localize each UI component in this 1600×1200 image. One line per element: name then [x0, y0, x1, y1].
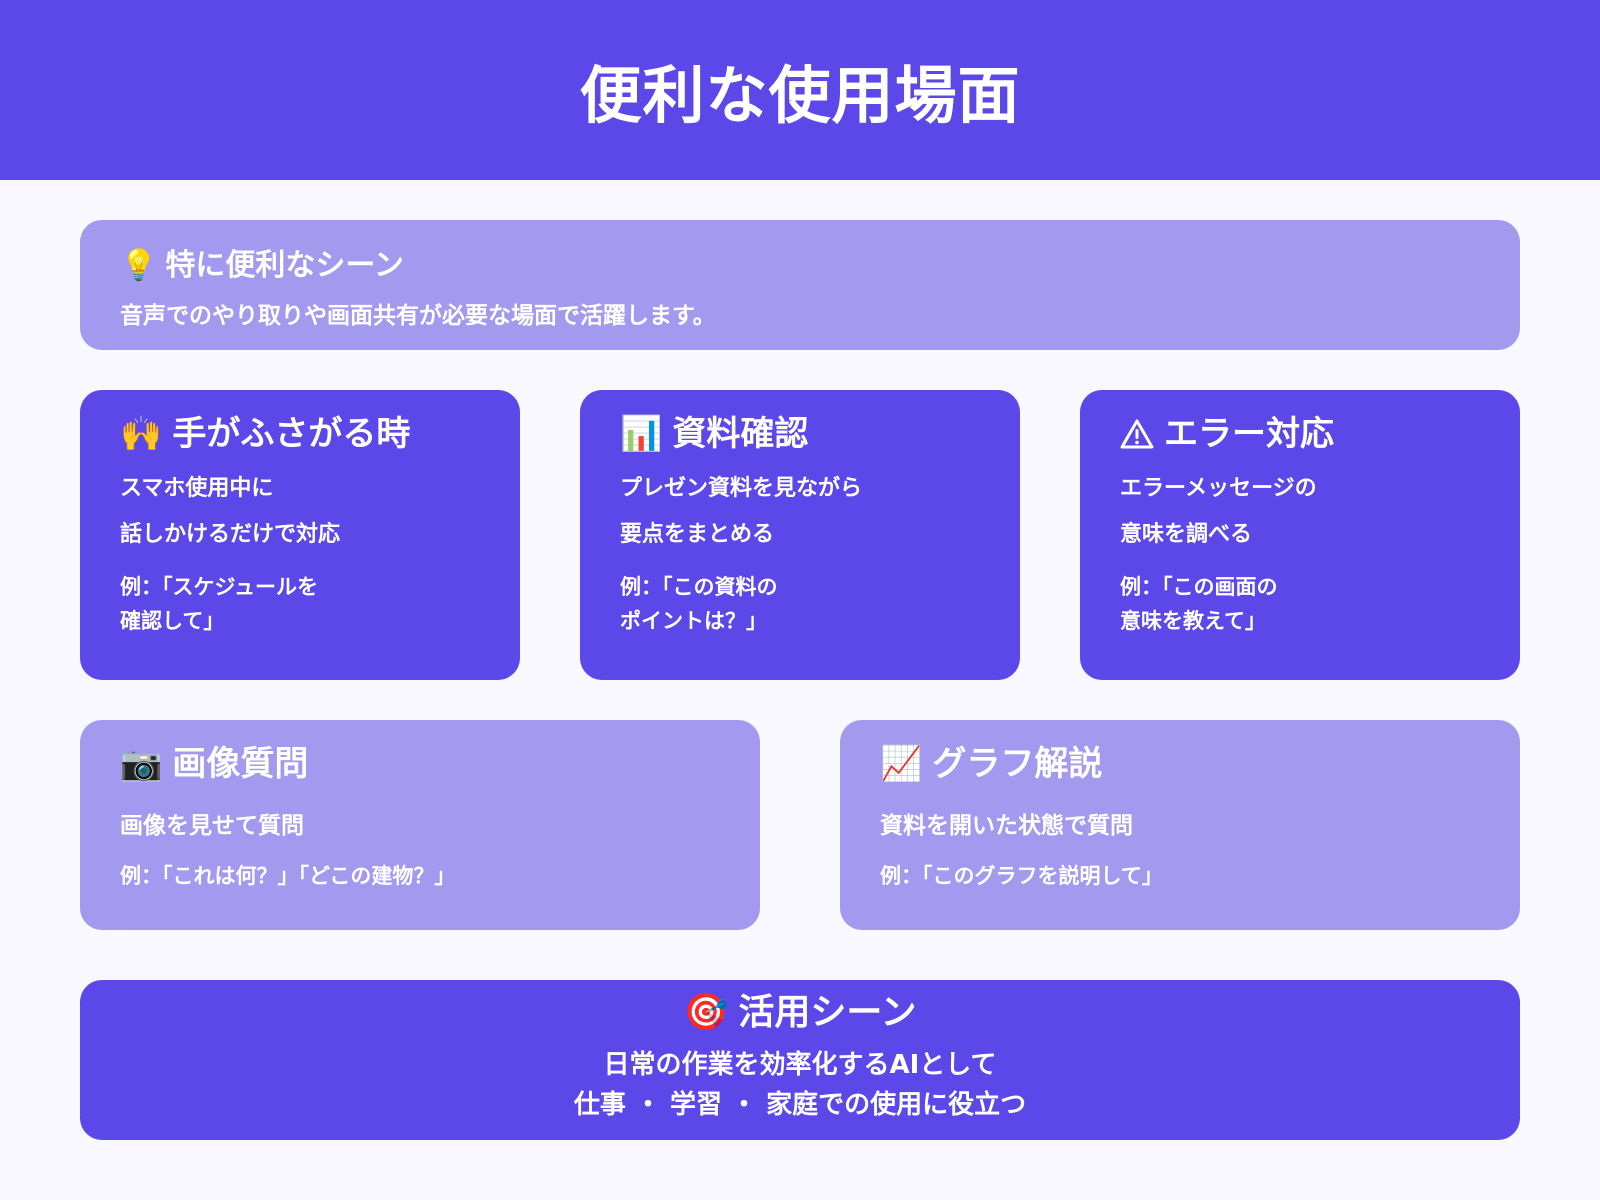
card-document-check: 📊 資料確認 プレゼン資料を見ながら 要点をまとめる 例：「この資料の ポイント…: [580, 390, 1020, 680]
summary-title-row: 🎯 活用シーン: [80, 990, 1520, 1037]
summary-card: 🎯 活用シーン 日常の作業を効率化するAIとして 仕事 ・ 学習 ・ 家庭での使…: [80, 980, 1520, 1140]
card-title: 資料確認: [672, 414, 809, 454]
card-title: グラフ解説: [932, 744, 1103, 784]
card-line: プレゼン資料を見ながら: [620, 476, 863, 502]
lightbulb-icon: 💡: [120, 248, 158, 283]
intro-card: 💡 特に便利なシーン 音声でのやり取りや画面共有が必要な場面で活躍します。: [80, 220, 1520, 350]
card-title-row: 🙌 手がふさがる時: [120, 412, 480, 456]
card-example: 例：「これは何？」「どこの建物？」: [120, 864, 456, 889]
warning-icon: [1120, 418, 1154, 450]
intro-title-row: 💡 特に便利なシーン: [120, 248, 1480, 284]
bar-chart-icon: 📊: [620, 414, 663, 454]
card-line: 資料を開いた状態で質問: [880, 813, 1133, 840]
intro-description: 音声でのやり取りや画面共有が必要な場面で活躍します。: [120, 303, 716, 329]
card-line: スマホ使用中に: [120, 476, 274, 502]
card-example: 例：「この資料の ポイントは？」: [620, 575, 778, 634]
card-title-row: 📷 画像質問: [120, 742, 720, 786]
card-title: 画像質問: [172, 744, 309, 784]
card-hands-busy: 🙌 手がふさがる時 スマホ使用中に 話しかけるだけで対応 例：「スケジュールを …: [80, 390, 520, 680]
card-title-row: 📊 資料確認: [620, 412, 980, 456]
card-error-handling: エラー対応 エラーメッセージの 意味を調べる 例：「この画面の 意味を教えて」: [1080, 390, 1520, 680]
target-icon: 🎯: [683, 992, 729, 1033]
intro-title: 特に便利なシーン: [165, 248, 404, 283]
card-line: 意味を調べる: [1120, 522, 1253, 548]
chart-increasing-icon: 📈: [880, 744, 923, 784]
summary-title: 活用シーン: [738, 992, 917, 1033]
card-line: 要点をまとめる: [620, 522, 775, 548]
card-title: エラー対応: [1164, 414, 1334, 454]
card-example: 例：「この画面の 意味を教えて」: [1120, 575, 1278, 634]
card-line: 画像を見せて質問: [120, 813, 304, 840]
summary-line: 日常の作業を効率化するAIとして: [603, 1049, 997, 1080]
card-graph-explanation: 📈 グラフ解説 資料を開いた状態で質問 例：「このグラフを説明して」: [840, 720, 1520, 930]
card-example: 例：「スケジュールを 確認して」: [120, 575, 319, 634]
card-title: 手がふさがる時: [172, 414, 411, 454]
camera-icon: 📷: [120, 744, 163, 784]
card-title-row: エラー対応: [1120, 412, 1480, 456]
raised-hands-icon: 🙌: [120, 414, 163, 454]
card-line: エラーメッセージの: [1120, 476, 1317, 502]
page-title: 便利な使用場面: [579, 59, 1021, 132]
page-header: 便利な使用場面: [0, 0, 1600, 180]
card-title-row: 📈 グラフ解説: [880, 742, 1480, 786]
card-example: 例：「このグラフを説明して」: [880, 864, 1163, 889]
card-image-question: 📷 画像質問 画像を見せて質問 例：「これは何？」「どこの建物？」: [80, 720, 760, 930]
summary-line: 仕事 ・ 学習 ・ 家庭での使用に役立つ: [573, 1089, 1027, 1120]
card-line: 話しかけるだけで対応: [120, 522, 341, 548]
